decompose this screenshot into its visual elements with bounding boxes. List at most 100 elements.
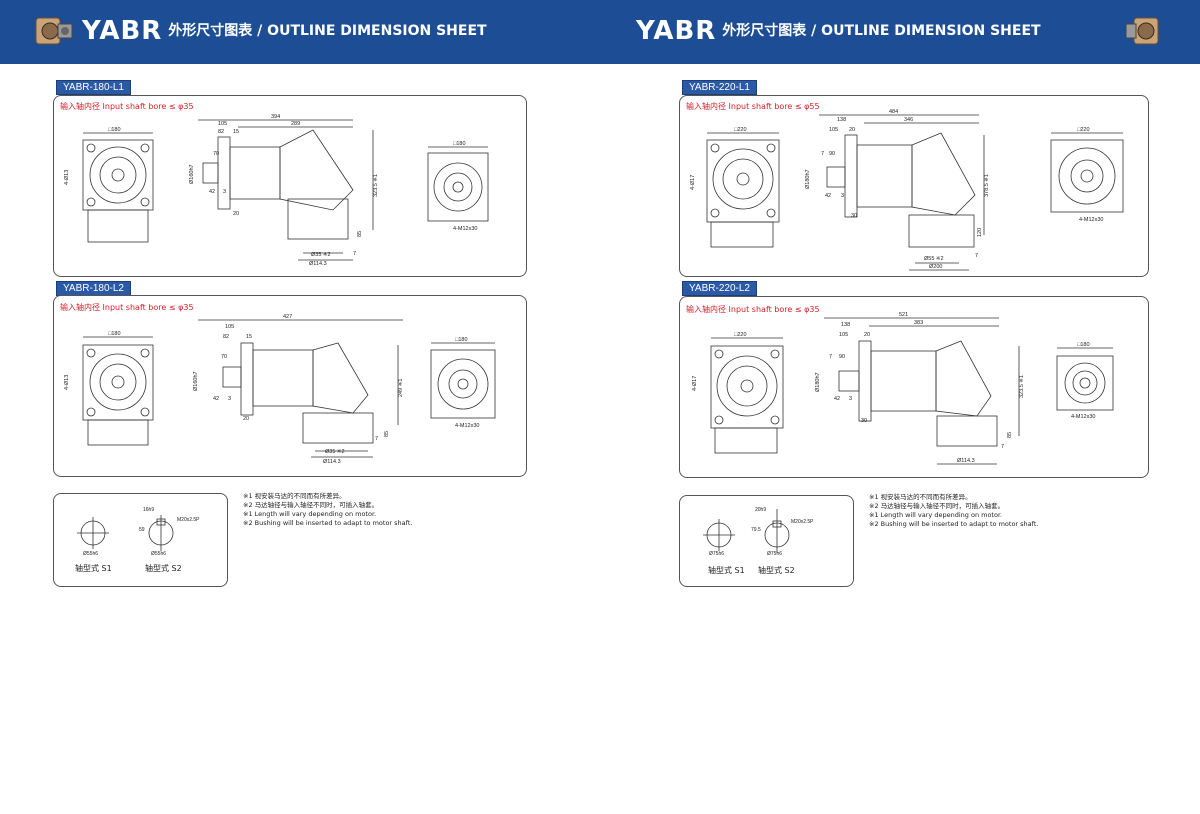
dim-label: Ø160h7 [193, 371, 199, 391]
dim-label: □220 [1077, 127, 1090, 133]
dim-label: 82 [218, 129, 224, 135]
dim-label: Ø75h6 [709, 551, 724, 557]
dim-label: 59 [139, 527, 145, 533]
shaft-type-s2-label: 轴型式 S2 [145, 564, 182, 573]
header-subtitle: 外形尺寸图表 / OUTLINE DIMENSION SHEET [722, 23, 1041, 39]
dim-label: 120 [977, 228, 983, 237]
model-tag: YABR-180-L2 [56, 281, 131, 296]
dim-label: 85 [357, 231, 363, 237]
dim-label: 15 [246, 334, 252, 340]
dim-label: 42 [213, 396, 219, 402]
dim-label: 7 [375, 436, 378, 442]
dim-label: 4-M12x30 [453, 226, 477, 232]
dim-label: Ø75h6 [767, 551, 782, 557]
dim-label: 105 [829, 127, 838, 133]
dim-label: 15 [233, 129, 239, 135]
dim-label: □180 [453, 141, 466, 147]
header-left: YABR 外形尺寸图表 / OUTLINE DIMENSION SHEET [0, 0, 600, 64]
note-line: ※1 Length will vary depending on motor. [243, 510, 377, 518]
dim-label: □180 [455, 337, 468, 343]
dim-label: Ø55h6 [83, 551, 98, 557]
note-line: ※2 马达轴径与输入轴径不同时，可插入轴套。 [869, 502, 1005, 510]
dim-label: 7 [829, 354, 832, 360]
dim-label: 30 [861, 418, 867, 424]
dim-label: M20x2.5P [177, 517, 200, 523]
header-subtitle: 外形尺寸图表 / OUTLINE DIMENSION SHEET [168, 23, 487, 39]
gearbox-logo-icon [1125, 17, 1159, 45]
dim-label: 82 [223, 334, 229, 340]
dim-label: 3 [223, 189, 226, 195]
dim-label: Ø180h7 [805, 169, 811, 189]
note-line: ※2 马达轴径与输入轴径不同时，可插入轴套。 [243, 501, 379, 509]
dim-label: 85 [384, 431, 390, 437]
dim-label: 7 [975, 253, 978, 259]
dim-label: 20 [243, 416, 249, 422]
dim-label: M20x2.5P [791, 519, 814, 525]
dim-label: 42 [834, 396, 840, 402]
note-line: ※1 视安装马达的不同而有所差异。 [243, 492, 346, 500]
shaft-type-drawing: Ø75h6 Ø75h6 M20x2.5P 20h9 79.5 [703, 507, 814, 557]
dim-label: Ø160h7 [189, 164, 195, 184]
dim-label: 30 [851, 213, 857, 219]
dim-label: 4-Ø13 [64, 170, 70, 185]
dim-label: 105 [839, 332, 848, 338]
dim-label: 4-Ø17 [692, 376, 698, 391]
dim-label: 79.5 [751, 527, 761, 533]
dim-label: 394 [271, 114, 280, 120]
note-line: ※1 Length will vary depending on motor. [869, 511, 1003, 519]
shaft-type-s1-label: 轴型式 S1 [708, 566, 745, 575]
dim-label: 20 [864, 332, 870, 338]
dim-label: 323.5 ※1 [1018, 375, 1025, 398]
brand-text: YABR [82, 16, 163, 46]
dim-label: Ø180h7 [815, 372, 821, 392]
shaft-type-s1-label: 轴型式 S1 [75, 564, 112, 573]
dim-label: 42 [209, 189, 215, 195]
dim-label: 7 [1001, 444, 1004, 450]
shaft-type-panel [53, 493, 228, 587]
dim-label: □180 [108, 331, 121, 337]
dim-label: Ø35 ※2 [325, 448, 345, 455]
dim-label: 20h9 [755, 507, 766, 513]
dim-label: 85 [1007, 432, 1013, 438]
drawing-panel-180-l2 [53, 295, 527, 477]
brand-text: YABR [636, 16, 717, 46]
input-shaft-bore-label: 输入轴内径 Input shaft bore ≤ φ35 [60, 102, 194, 111]
dim-label: 3 [841, 193, 844, 199]
dim-label: 3 [228, 396, 231, 402]
outline-drawing-180-l1: □180 4-Ø13 394 289 105 82 15 70 Ø160h7 4… [64, 114, 489, 267]
input-shaft-bore-label: 输入轴内径 Input shaft bore ≤ φ35 [60, 303, 194, 312]
note-line: ※2 Bushing will be inserted to adapt to … [869, 520, 1039, 528]
model-tag: YABR-220-L2 [682, 281, 757, 296]
dim-label: 323.5 ※1 [372, 174, 379, 197]
dim-label: 7 [353, 251, 356, 257]
note-line: ※1 视安装马达的不同而有所差异。 [869, 493, 972, 501]
dim-label: Ø114.3 [309, 261, 327, 267]
dim-label: □180 [108, 127, 121, 133]
header-right: YABR 外形尺寸图表 / OUTLINE DIMENSION SHEET [600, 0, 1200, 64]
dim-label: Ø114.3 [323, 459, 341, 465]
dim-label: 16h9 [143, 507, 154, 513]
dim-label: 20 [849, 127, 855, 133]
dim-label: 4-M12x30 [1071, 414, 1095, 420]
dim-label: 20 [233, 211, 239, 217]
dim-label: 249 ※1 [397, 379, 404, 397]
dim-label: 90 [839, 354, 845, 360]
dim-label: Ø114.3 [957, 458, 975, 464]
header-title-right: YABR 外形尺寸图表 / OUTLINE DIMENSION SHEET [636, 16, 1041, 46]
model-tag: YABR-220-L1 [682, 80, 757, 95]
dim-label: 346 [904, 117, 913, 123]
shaft-type-drawing: Ø55h6 Ø55h6 M20x2.5P 16h9 59 [77, 507, 200, 557]
gearbox-logo-icon [35, 17, 73, 45]
dim-label: Ø200 [929, 264, 942, 270]
dim-label: 42 [825, 193, 831, 199]
header-title-left: YABR 外形尺寸图表 / OUTLINE DIMENSION SHEET [82, 16, 487, 46]
dim-label: 4-M12x30 [455, 423, 479, 429]
dim-label: □220 [734, 127, 747, 133]
notes-block: ※1 视安装马达的不同而有所差异。 ※2 马达轴径与输入轴径不同时，可插入轴套。… [869, 493, 1038, 529]
input-shaft-bore-label: 输入轴内径 Input shaft bore ≤ φ55 [686, 102, 820, 111]
dim-label: 383 [914, 320, 923, 326]
outline-drawing-220-l2: □220 4-Ø17 521 383 138 105 20 7 90 Ø180h… [692, 312, 1114, 465]
dim-label: 484 [889, 109, 898, 115]
dim-label: 3 [849, 396, 852, 402]
dim-label: 4-Ø13 [64, 375, 70, 390]
